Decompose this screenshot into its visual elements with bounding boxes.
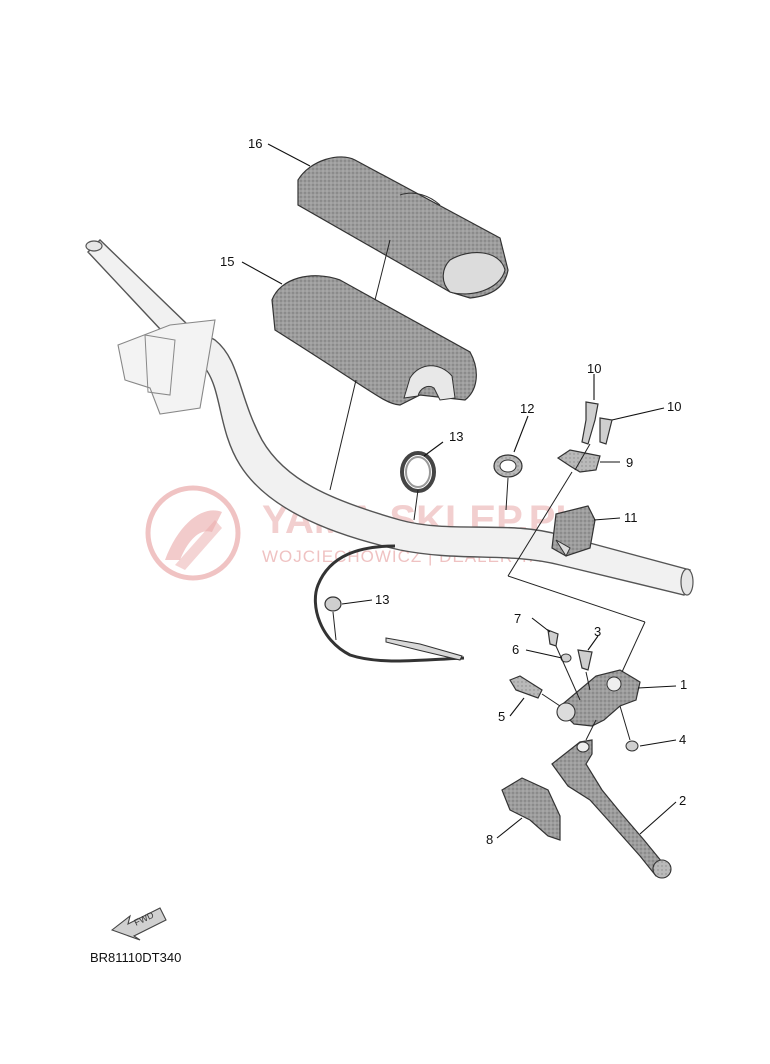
callout-14: 13 bbox=[375, 592, 389, 607]
leader-lines bbox=[241, 143, 677, 839]
part-12-clamp bbox=[493, 454, 523, 478]
callout-7: 7 bbox=[514, 611, 521, 626]
handlebar bbox=[85, 239, 694, 596]
callout-2: 2 bbox=[679, 793, 686, 808]
part-4-nut bbox=[625, 740, 639, 752]
assembly-lines bbox=[329, 239, 646, 741]
part-8-boot bbox=[501, 777, 561, 841]
callout-10a: 10 bbox=[587, 361, 601, 376]
callout-11: 11 bbox=[624, 510, 638, 525]
part-16-pad-cover bbox=[297, 156, 509, 299]
part-11-holder bbox=[551, 505, 596, 558]
callout-13: 13 bbox=[449, 429, 463, 444]
callout-8: 8 bbox=[486, 832, 493, 847]
callout-4: 4 bbox=[679, 732, 686, 747]
part-14-cable-and-holder bbox=[313, 544, 465, 663]
part-15-pad bbox=[271, 275, 477, 406]
callouts: 16 15 13 12 10 10 9 11 13 7 6 3 1 5 4 2 … bbox=[220, 136, 687, 847]
part-10-bolts bbox=[581, 401, 613, 445]
callout-12: 12 bbox=[520, 401, 534, 416]
diagram-code: BR81110DT340 bbox=[90, 950, 181, 965]
part-3-screw bbox=[577, 649, 593, 671]
part-7-screw bbox=[547, 629, 559, 647]
part-13-band bbox=[400, 451, 436, 493]
callout-10b: 10 bbox=[667, 399, 681, 414]
part-9-bracket bbox=[556, 449, 601, 473]
callout-6: 6 bbox=[512, 642, 519, 657]
part-2-lever bbox=[551, 739, 672, 879]
watermark-logo-icon bbox=[145, 485, 241, 581]
fwd-arrow-icon: FWD bbox=[110, 907, 167, 941]
callout-5: 5 bbox=[498, 709, 505, 724]
part-5-adjuster bbox=[509, 675, 543, 699]
callout-15: 15 bbox=[220, 254, 234, 269]
callout-1: 1 bbox=[680, 677, 687, 692]
callout-16: 16 bbox=[248, 136, 262, 151]
callout-3: 3 bbox=[594, 624, 601, 639]
callout-9: 9 bbox=[626, 455, 633, 470]
part-1-lever-holder bbox=[556, 669, 641, 727]
